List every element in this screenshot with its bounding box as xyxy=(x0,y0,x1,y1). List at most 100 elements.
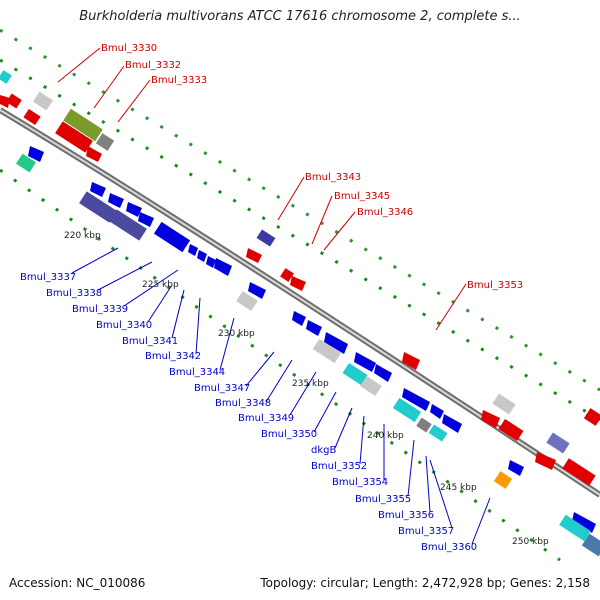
gene-feature xyxy=(583,408,600,426)
forward-genes xyxy=(0,70,600,486)
gene-feature xyxy=(402,352,420,370)
tick-230: 230 kbp xyxy=(218,329,255,339)
tick-220: 220 kbp xyxy=(64,231,101,241)
tick-225: 225 kbp xyxy=(142,280,179,290)
gene-feature xyxy=(28,146,44,162)
gene-feature xyxy=(492,393,516,415)
gene-feature xyxy=(90,182,106,197)
gene-feature xyxy=(280,268,294,282)
gene-feature xyxy=(306,320,322,336)
gene-label: Bmul_3341 xyxy=(122,336,178,347)
gene-label: Bmul_3354 xyxy=(332,477,388,488)
gene-feature xyxy=(572,512,596,533)
gene-feature xyxy=(392,397,422,423)
tick-250: 250 kbp xyxy=(512,537,549,547)
gene-feature xyxy=(324,332,348,354)
gene-feature xyxy=(312,338,342,364)
topology-info: Topology: circular; Length: 2,472,928 bp… xyxy=(260,576,590,590)
gene-feature xyxy=(292,311,306,326)
gene-feature xyxy=(562,458,596,486)
gene-label: Bmul_3355 xyxy=(355,494,411,505)
gene-label: Bmul_3350 xyxy=(261,429,317,440)
scale-ticks: 220 kbp 225 kbp 230 kbp 235 kbp 240 kbp … xyxy=(64,231,549,547)
gene-feature xyxy=(342,362,368,386)
track-dots-inner-reverse xyxy=(0,168,561,562)
gene-label: Bmul_3346 xyxy=(357,207,413,218)
gene-feature xyxy=(493,471,513,489)
gene-label: Bmul_3330 xyxy=(101,43,157,54)
gene-label: Bmul_3356 xyxy=(378,510,434,521)
gene-feature xyxy=(442,414,462,433)
gene-feature xyxy=(63,108,103,142)
gene-label: Bmul_3338 xyxy=(46,288,102,299)
gene-label: Bmul_3352 xyxy=(311,461,367,472)
map-title: Burkholderia multivorans ATCC 17616 chro… xyxy=(79,9,521,24)
gene-feature xyxy=(416,417,432,433)
gene-feature xyxy=(153,221,191,253)
forward-labels: Bmul_3330 Bmul_3332 Bmul_3333 Bmul_3343 … xyxy=(101,43,523,291)
gene-label: Bmul_3333 xyxy=(151,75,207,86)
reverse-genes xyxy=(16,146,600,557)
gene-label: Bmul_3348 xyxy=(215,398,271,409)
chromosome-backbone xyxy=(0,107,600,498)
gene-label: Bmul_3345 xyxy=(334,191,390,202)
gene-label: Bmul_3337 xyxy=(20,272,76,283)
gene-feature xyxy=(535,452,556,470)
gene-feature xyxy=(138,212,154,227)
gene-label: Bmul_3339 xyxy=(72,304,128,315)
gene-label: Bmul_3349 xyxy=(238,413,294,424)
gene-label: dkgB xyxy=(311,445,336,456)
gene-feature xyxy=(498,418,524,442)
gene-feature xyxy=(23,108,41,126)
gene-label: Bmul_3343 xyxy=(305,172,361,183)
accession-text: Accession: NC_010086 xyxy=(9,576,146,590)
track-dots xyxy=(0,28,600,562)
gene-feature xyxy=(79,191,117,223)
gene-feature xyxy=(360,376,382,396)
reverse-labels: Bmul_3337 Bmul_3338 Bmul_3339 Bmul_3340 … xyxy=(20,272,477,553)
gene-feature xyxy=(236,291,258,311)
gene-feature xyxy=(581,533,600,557)
gene-label: Bmul_3342 xyxy=(145,351,201,362)
gene-feature xyxy=(6,93,22,109)
gene-feature xyxy=(188,244,198,256)
gene-feature xyxy=(95,133,115,151)
gene-feature xyxy=(402,388,430,411)
gene-feature xyxy=(33,91,53,111)
gene-feature xyxy=(197,250,207,262)
gene-feature xyxy=(16,153,36,173)
reverse-leaders xyxy=(71,247,491,545)
tick-235: 235 kbp xyxy=(292,379,329,389)
gene-feature xyxy=(481,410,500,428)
gene-feature xyxy=(86,146,102,162)
gene-feature xyxy=(256,229,276,247)
gene-feature xyxy=(0,70,12,84)
tick-245: 245 kbp xyxy=(440,483,477,493)
gene-feature xyxy=(55,121,93,153)
gene-feature xyxy=(290,276,306,291)
gene-feature xyxy=(248,282,266,299)
gene-feature xyxy=(430,404,444,419)
forward-leaders xyxy=(57,47,467,331)
gene-feature xyxy=(508,460,524,476)
gene-feature xyxy=(126,202,142,217)
gene-feature xyxy=(546,432,570,454)
gene-feature xyxy=(354,352,376,372)
gene-feature xyxy=(0,95,10,108)
gene-feature xyxy=(246,248,262,263)
gene-feature xyxy=(559,514,591,542)
gene-label: Bmul_3353 xyxy=(467,280,523,291)
gene-label: Bmul_3360 xyxy=(421,542,477,553)
gene-feature xyxy=(374,364,392,382)
gene-label: Bmul_3332 xyxy=(125,60,181,71)
gene-feature xyxy=(108,193,124,208)
gene-feature xyxy=(428,424,448,442)
gene-feature xyxy=(214,258,232,276)
gene-label: Bmul_3340 xyxy=(96,320,152,331)
gene-feature xyxy=(109,209,147,241)
gene-label: Bmul_3357 xyxy=(398,526,454,537)
gene-feature xyxy=(206,256,216,268)
tick-240: 240 kbp xyxy=(367,431,404,441)
gene-label: Bmul_3347 xyxy=(194,383,250,394)
